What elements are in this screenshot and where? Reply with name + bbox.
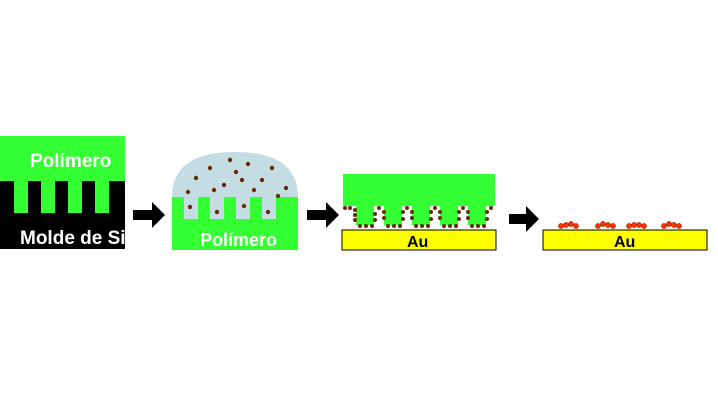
nanoparticles [185, 157, 289, 215]
stamp-post [384, 206, 402, 225]
step-1-mold: Polímero Molde de Si [0, 136, 126, 249]
well [262, 197, 276, 219]
stamp-post [468, 206, 486, 225]
stamp-post [440, 206, 458, 225]
droplet [172, 152, 298, 197]
stamp-post [356, 206, 374, 225]
arrow-right-icon [133, 202, 165, 228]
polymer-label: Polímero [30, 151, 111, 172]
mold-label: Molde de Si [20, 228, 126, 249]
arrow-right-icon [509, 206, 539, 232]
gold-label: Au [407, 234, 428, 251]
polymer-tooth [68, 181, 82, 213]
polymer-layer [0, 136, 125, 181]
gold-substrate [542, 229, 708, 251]
polymer-stamp [343, 174, 495, 206]
arrow-right-icon [307, 202, 339, 228]
step-2-casting: Polímero [172, 152, 298, 250]
transferred-particles [558, 221, 682, 229]
polymer-label: Polímero [200, 230, 277, 250]
stamp-post [412, 206, 430, 225]
step-3-stamping: Au [341, 174, 497, 251]
gold-label: Au [614, 234, 635, 251]
well [210, 197, 224, 219]
gold-substrate [341, 229, 497, 251]
particle-coating [343, 206, 493, 228]
well [236, 197, 250, 219]
step-4-result: Au [542, 221, 708, 251]
polymer-tooth [41, 181, 55, 213]
polymer-tooth [95, 181, 109, 213]
polymer-tooth [14, 181, 28, 213]
